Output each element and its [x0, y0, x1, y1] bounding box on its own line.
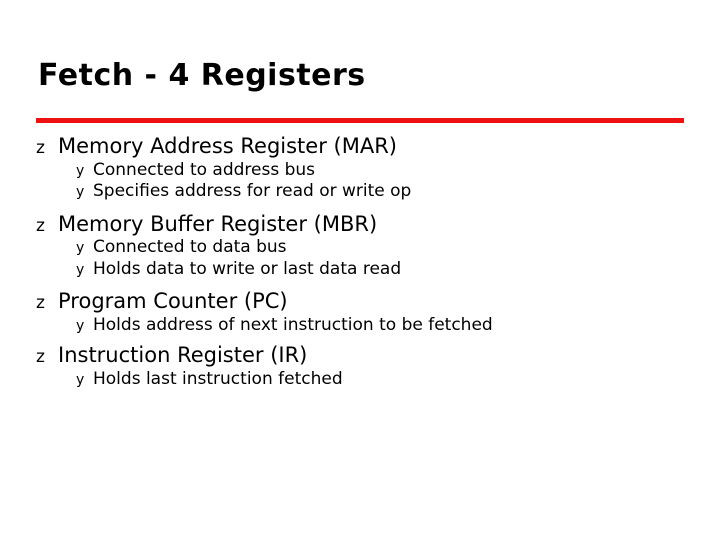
bullet-group: z Program Counter (PC) y Holds address o…	[36, 289, 696, 335]
list-item-label: Memory Address Register (MAR)	[58, 134, 397, 158]
list-item-label: Holds last instruction fetched	[93, 369, 343, 390]
list-item: z Instruction Register (IR)	[36, 343, 696, 368]
bullet-level2-icon: y	[76, 317, 85, 334]
bullet-group: z Memory Buffer Register (MBR) y Connect…	[36, 212, 696, 280]
bullet-group: z Memory Address Register (MAR) y Connec…	[36, 134, 696, 202]
page-title: Fetch - 4 Registers	[38, 58, 366, 93]
bullet-level2-icon: y	[76, 372, 85, 389]
bullet-level1-icon: z	[36, 293, 45, 314]
list-item-label: Connected to data bus	[93, 237, 287, 258]
list-item-label: Holds address of next instruction to be …	[93, 314, 493, 335]
list-item-label: Instruction Register (IR)	[58, 343, 308, 368]
bullet-level2-icon: y	[76, 162, 85, 179]
list-item: y Holds data to write or last data read	[76, 259, 696, 279]
list-item: y Connected to data bus	[76, 237, 696, 257]
list-item: y Holds last instruction fetched	[76, 369, 696, 389]
list-item: z Memory Address Register (MAR)	[36, 134, 696, 159]
bullet-level1-icon: z	[36, 347, 45, 368]
bullet-group: z Instruction Register (IR) y Holds last…	[36, 343, 696, 389]
list-item: y Specifies address for read or write op	[76, 181, 696, 201]
list-item-label: Program Counter (PC)	[58, 289, 288, 314]
bullet-level2-icon: y	[76, 261, 85, 278]
list-item-label: Holds data to write or last data read	[93, 258, 402, 279]
bullet-level2-icon: y	[76, 184, 85, 201]
list-item-label: Connected to address bus	[93, 159, 316, 180]
bullet-level1-icon: z	[36, 215, 45, 236]
list-item: y Connected to address bus	[76, 160, 696, 180]
list-item: z Memory Buffer Register (MBR)	[36, 212, 696, 237]
list-item: z Program Counter (PC)	[36, 289, 696, 314]
list-item: y Holds address of next instruction to b…	[76, 315, 696, 335]
bullet-level2-icon: y	[76, 240, 85, 257]
title-divider	[36, 118, 684, 123]
list-item-label: Memory Buffer Register (MBR)	[58, 211, 378, 236]
bullet-level1-icon: z	[36, 138, 45, 158]
list-item-label: Specifies address for read or write op	[93, 181, 412, 202]
slide-body: z Memory Address Register (MAR) y Connec…	[36, 128, 696, 397]
